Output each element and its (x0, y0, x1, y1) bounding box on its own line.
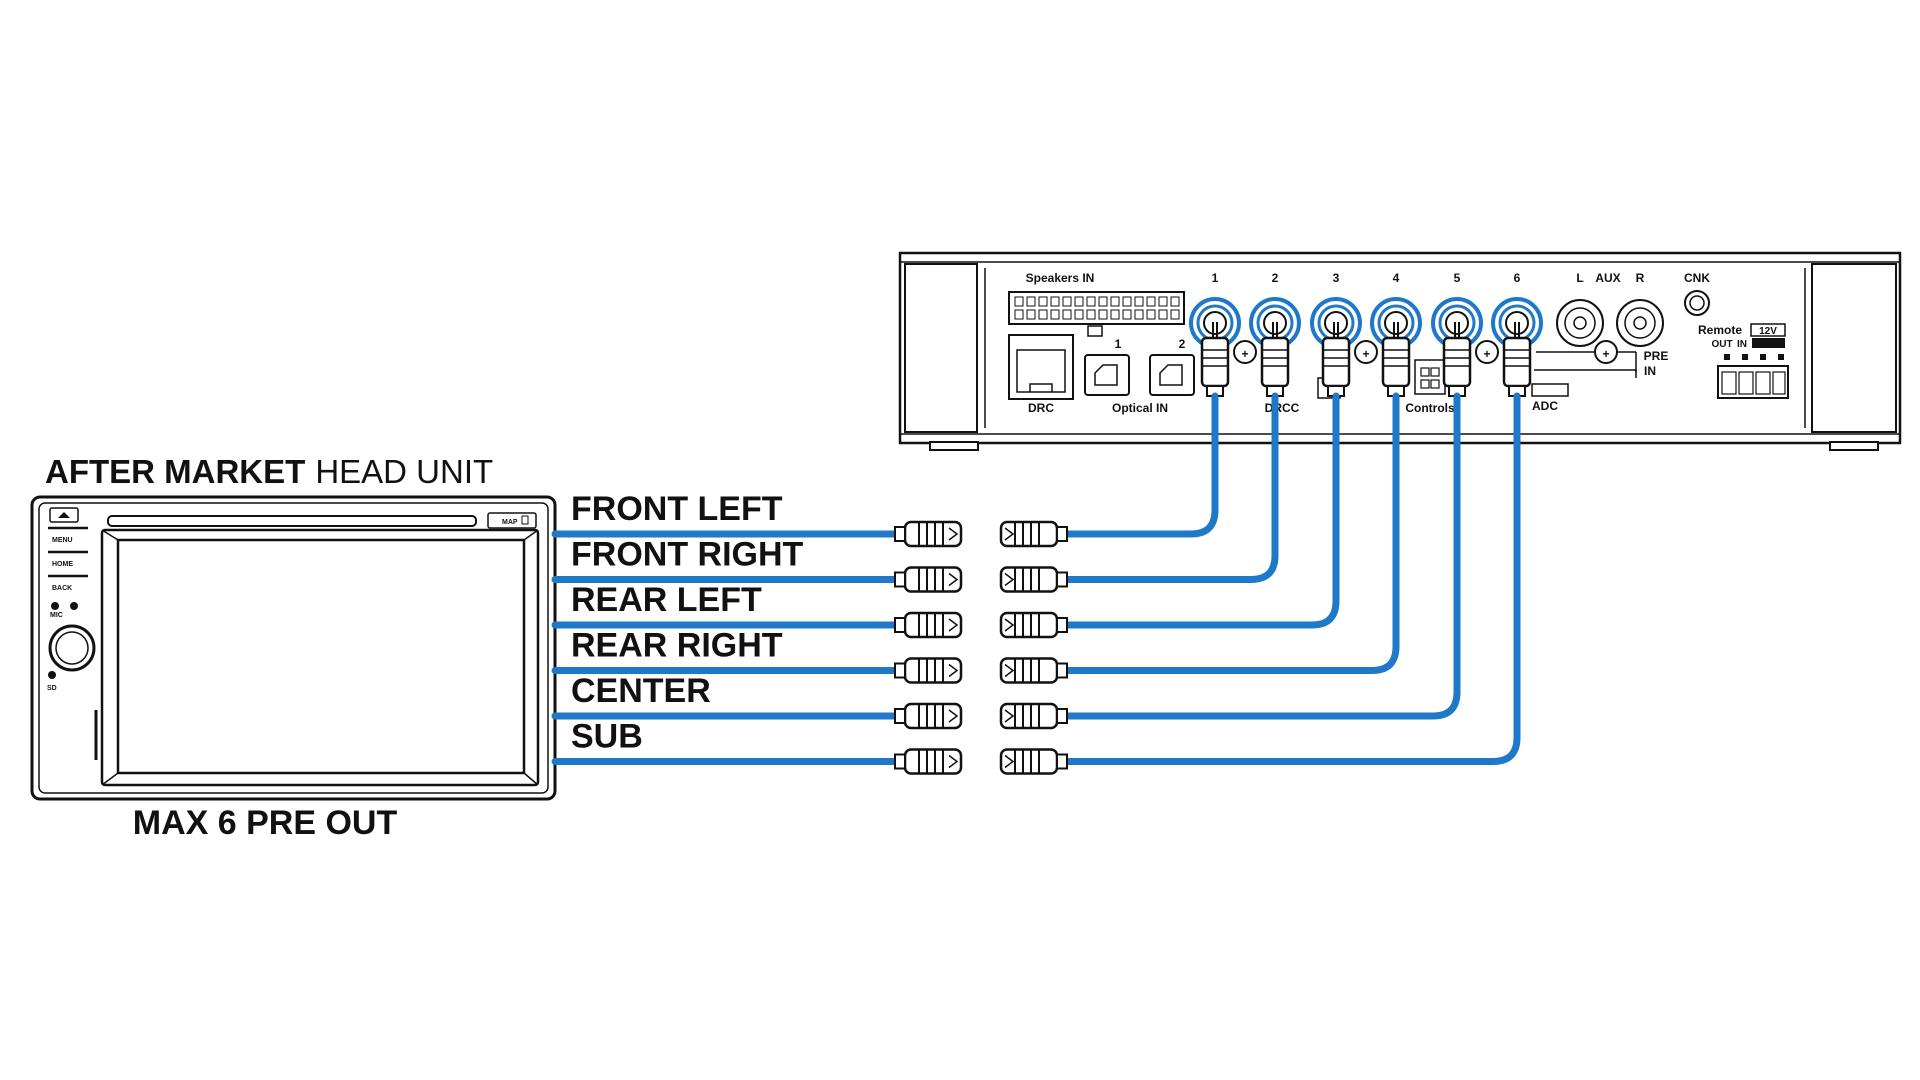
rca-plug-male-1 (894, 520, 963, 548)
plus-icon: + (1233, 340, 1257, 364)
channel-label-6: SUB (571, 718, 643, 756)
controls-port (1414, 359, 1446, 395)
head-unit: MAP MENU HOME BACK MIC SD MAX 6 PRE OUT (30, 495, 557, 842)
sd-label: SD (47, 685, 57, 692)
optical-in-2-port (1149, 354, 1195, 396)
input-2-jack: 2 (1249, 271, 1301, 397)
rca-plug-female-1 (999, 520, 1068, 548)
channel-label-4: REAR RIGHT (571, 627, 783, 665)
remote-label: Remote (1698, 323, 1742, 337)
rca-plug-male-4 (894, 657, 963, 684)
input-3-label: 3 (1333, 271, 1340, 285)
ir-sensor (70, 602, 78, 610)
head-unit-caption: MAX 6 PRE OUT (133, 804, 398, 842)
processor-foot (929, 441, 979, 451)
adc-connector (1531, 383, 1569, 397)
map-button-label: MAP (502, 519, 518, 526)
aux-l-jack (1556, 299, 1604, 347)
optical-in-1-port (1084, 354, 1130, 396)
12v-label: 12V (1759, 326, 1777, 337)
drc-port (1008, 334, 1074, 400)
head-unit-title-bold: AFTER MARKET (45, 453, 305, 490)
cnk-label: CNK (1684, 271, 1710, 285)
optical-2-label: 2 (1179, 337, 1186, 351)
screen (116, 538, 526, 775)
pre-in-label: IN (1644, 364, 1656, 378)
controls-label: Controls (1405, 401, 1455, 415)
side-button-menu: MENU (52, 537, 73, 544)
channel-label-3: REAR LEFT (571, 581, 762, 619)
side-button-home: HOME (52, 561, 73, 568)
speakers-in-pins (1014, 296, 1180, 320)
dsp-processor: Speakers IN DRC 1 2 Optical IN DRCC Cont… (898, 251, 1902, 451)
svg-text:+: + (1362, 347, 1369, 361)
cable-2-processor-side (1056, 392, 1279, 583)
remote-in-label: IN (1737, 339, 1747, 350)
aux-label: AUX (1595, 271, 1620, 285)
input-1-label: 1 (1212, 271, 1219, 285)
svg-text:+: + (1602, 347, 1609, 361)
input-5-label: 5 (1454, 271, 1461, 285)
svg-text:+: + (1483, 347, 1490, 361)
head-unit-title: AFTER MARKET HEAD UNIT (45, 453, 493, 490)
input-4-jack: 4 (1370, 271, 1422, 397)
plus-icon: + (1354, 340, 1378, 364)
rca-plug-male-3 (894, 611, 963, 639)
cable-5-processor-side (1056, 392, 1461, 720)
drc-label: DRC (1028, 401, 1054, 415)
aux-r-jack (1616, 299, 1664, 347)
input-6-jack: 6 (1491, 271, 1543, 397)
adc-label: ADC (1532, 399, 1558, 413)
rca-plug-female-2 (999, 566, 1068, 593)
cable-4-processor-side (1056, 392, 1400, 674)
optical-in-label: Optical IN (1112, 401, 1168, 415)
cable-1-processor-side (1056, 392, 1219, 538)
input-6-label: 6 (1514, 271, 1521, 285)
rca-plug-male-2 (894, 566, 963, 593)
power-terminal-label (1752, 338, 1785, 348)
rca-plug-female-5 (999, 702, 1068, 730)
channel-label-5: CENTER (571, 672, 711, 710)
remote-out-label: OUT (1711, 339, 1732, 350)
head-unit-title-thin: HEAD UNIT (315, 453, 493, 490)
disc-slot (107, 515, 477, 527)
channel-label-1: FRONT LEFT (571, 490, 783, 528)
aux-r-label: R (1636, 271, 1645, 285)
rca-plug-female-6 (999, 748, 1068, 775)
input-4-label: 4 (1393, 271, 1400, 285)
rca-plug-male-5 (894, 702, 963, 730)
pre-label: PRE (1644, 349, 1669, 363)
channel-label-2: FRONT RIGHT (571, 536, 804, 574)
processor-left-end (904, 263, 978, 433)
processor-foot (1829, 441, 1879, 451)
aux-l-label: L (1576, 271, 1583, 285)
input-5-jack: 5 (1431, 271, 1483, 397)
input-3-jack: 3 (1310, 271, 1362, 397)
reset-hole (48, 671, 56, 679)
input-1-jack: 1 (1189, 271, 1241, 397)
cable-3-processor-side (1056, 392, 1340, 629)
drcc-label: DRCC (1265, 401, 1300, 415)
mic-hole (51, 602, 59, 610)
input-2-label: 2 (1272, 271, 1279, 285)
eject-icon (58, 512, 70, 518)
mic-label: MIC (50, 612, 63, 619)
channel-labels: FRONT LEFT FRONT RIGHT REAR LEFT REAR RIGHT… (571, 490, 804, 756)
rca-plug-female-4 (999, 657, 1068, 684)
optical-1-label: 1 (1115, 337, 1122, 351)
processor-right-end (1811, 263, 1897, 433)
plus-icon: + (1594, 340, 1618, 364)
cable-6-processor-side (1056, 392, 1521, 765)
plus-icon: + (1475, 340, 1499, 364)
svg-text:+: + (1241, 347, 1248, 361)
rca-plug-male-6 (894, 748, 963, 775)
rca-plug-pairs (894, 520, 1068, 775)
side-button-back: BACK (52, 585, 72, 592)
rca-plug-female-3 (999, 611, 1068, 639)
rca-cables (551, 392, 1521, 765)
speakers-in-label: Speakers IN (1026, 271, 1095, 285)
